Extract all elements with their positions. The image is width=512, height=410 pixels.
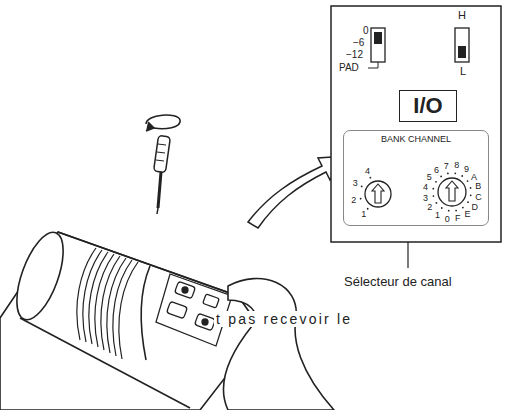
switch-knob — [374, 32, 382, 44]
switch-label: −6 — [353, 38, 364, 48]
dial-number: 2 — [427, 203, 432, 212]
drawing-stroke — [166, 301, 187, 318]
pad-switch — [371, 28, 385, 62]
dial-dot — [369, 177, 371, 179]
dial-number: 3 — [423, 193, 428, 202]
dial-number: F — [455, 214, 461, 223]
rotation-arrow — [146, 115, 180, 131]
switch-label: −12 — [346, 50, 363, 60]
drawing-stroke — [89, 252, 108, 344]
switch-label: L — [460, 66, 466, 77]
dial-number: 2 — [351, 196, 356, 205]
panel-inset — [331, 6, 501, 268]
thread-ring — [77, 248, 138, 359]
drawing-stroke — [107, 258, 126, 353]
dial-number: 9 — [464, 165, 469, 174]
dial-dot — [462, 207, 464, 209]
dial-dot — [367, 208, 369, 210]
dial-dot — [454, 172, 456, 174]
body-text-fragment: t pas recevoir le — [214, 311, 354, 327]
dial-dot — [470, 194, 472, 196]
drawing-stroke — [202, 319, 208, 325]
drawing-stroke — [156, 144, 166, 161]
drawing-stroke — [7, 227, 72, 326]
dial-dot — [441, 207, 443, 209]
switch-label: I/O — [413, 95, 442, 117]
dial-number: D — [472, 202, 479, 211]
drawing-stroke — [83, 250, 102, 342]
leader-line — [407, 242, 408, 268]
drawing-stroke — [365, 181, 391, 207]
drawing-stroke — [372, 184, 384, 203]
dial-number: 1 — [361, 210, 366, 219]
dial-number: 6 — [434, 165, 439, 174]
dial-dot — [435, 181, 437, 183]
hl-switch — [455, 28, 469, 62]
switch-label: 0 — [363, 26, 369, 36]
dial-number: 8 — [454, 161, 459, 170]
switch-label: H — [458, 10, 466, 21]
dial-dot — [361, 185, 363, 187]
dial-number: C — [475, 192, 482, 201]
dial-number: 0 — [445, 214, 450, 223]
drawing-stroke — [158, 172, 161, 208]
drawing-stroke — [157, 208, 158, 214]
dial-dot — [455, 210, 457, 212]
dial-dot — [360, 198, 362, 200]
dial-number: 4 — [365, 167, 370, 176]
dial-dot — [461, 175, 463, 177]
dial-number: 5 — [427, 173, 432, 182]
rotary-dials — [360, 172, 472, 211]
dial-dot — [432, 188, 434, 190]
screwdriver — [154, 135, 171, 214]
drawing-stroke — [113, 260, 132, 356]
dial-dot — [470, 187, 472, 189]
dial-number: 3 — [353, 179, 358, 188]
drawing-stroke — [446, 181, 458, 201]
dial-dot — [433, 195, 435, 197]
drawing-stroke — [182, 287, 188, 293]
panel-ground — [331, 6, 501, 242]
dial-dot — [440, 176, 442, 178]
dial-dot — [447, 173, 449, 175]
dial-number: A — [471, 172, 477, 181]
switch-knob — [458, 46, 466, 58]
drawing-stroke — [194, 313, 215, 330]
hand-cuff — [224, 279, 334, 410]
drawing-stroke — [119, 262, 138, 359]
drawing-stroke — [146, 122, 154, 131]
drawing-stroke — [141, 266, 150, 360]
drawing-stroke — [58, 232, 238, 296]
control-panel-on-body — [156, 274, 232, 346]
dial-number: B — [475, 182, 481, 191]
drawing-stroke — [154, 135, 171, 172]
drawing-stroke — [77, 248, 96, 340]
drawing-stroke — [156, 274, 232, 346]
dial-dot — [448, 210, 450, 212]
dial-dot — [436, 202, 438, 204]
section-heading: BANK CHANNEL — [381, 135, 451, 144]
drawing-stroke — [438, 178, 466, 206]
drawing-stroke — [95, 254, 114, 347]
dial-number: E — [464, 210, 470, 219]
drawing-stroke — [101, 256, 120, 350]
dial-dot — [467, 180, 469, 182]
drawing-stroke — [174, 281, 195, 298]
dial-number: 1 — [435, 210, 440, 219]
dial-dot — [467, 201, 469, 203]
pad-bracket — [368, 62, 378, 68]
switch-label: PAD — [339, 63, 359, 73]
drawing-stroke — [203, 294, 220, 308]
dial-number: 7 — [444, 161, 449, 170]
power-switch-box: I/O — [399, 90, 457, 122]
dial-number: 4 — [423, 183, 428, 192]
caption-label: Sélecteur de canal — [344, 275, 452, 288]
drawing-stroke — [20, 318, 190, 408]
